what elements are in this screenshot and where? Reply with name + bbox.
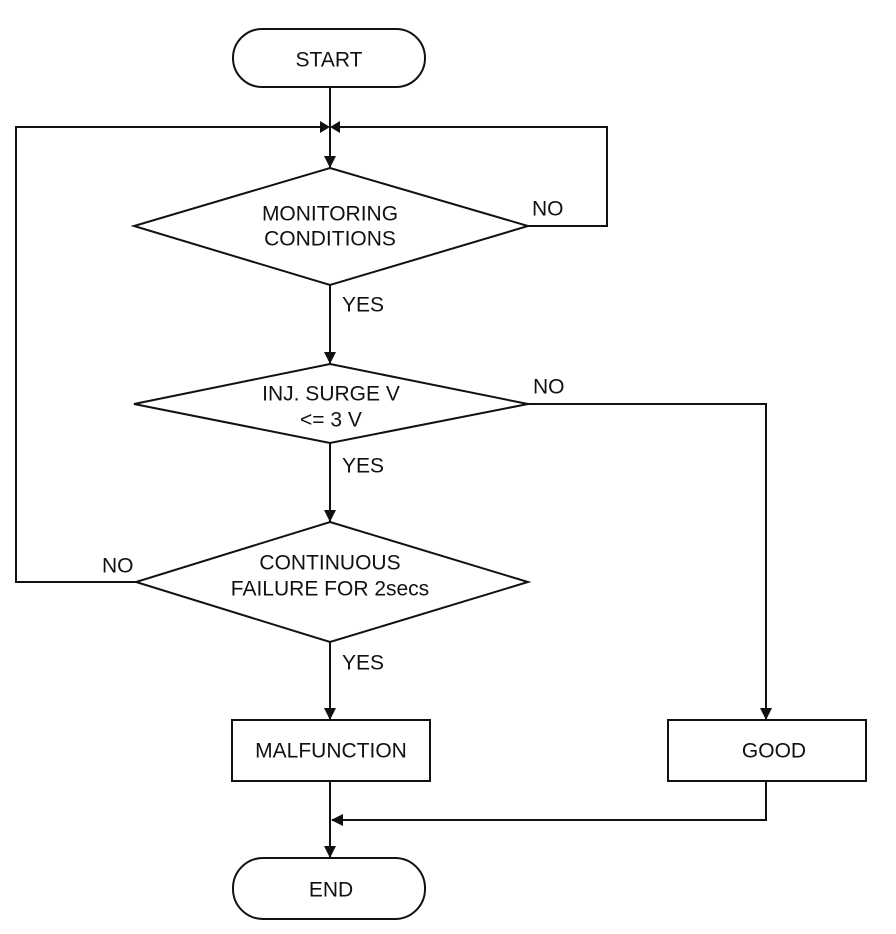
malfunction-label: MALFUNCTION: [255, 740, 407, 763]
edge-surge-no: [528, 403, 767, 720]
end-terminal: [232, 857, 426, 920]
arrowhead-to-surge: [324, 352, 336, 364]
malfunction-box: [231, 719, 431, 782]
monitoring-label-line2: CONDITIONS: [264, 228, 396, 251]
end-label: END: [309, 879, 353, 902]
arrowhead-merge-right: [330, 121, 340, 133]
surge-voltage-decision: [133, 362, 529, 445]
surge-no-label: NO: [533, 376, 565, 399]
start-label: START: [296, 49, 363, 72]
connectors: [15, 88, 767, 858]
arrowhead-merge-left: [320, 121, 330, 133]
continuous-label-line1: CONTINUOUS: [259, 552, 400, 575]
monitoring-no-label: NO: [532, 198, 564, 221]
monitoring-conditions-decision: [130, 166, 532, 287]
edge-continuous-no-loop: [15, 126, 320, 583]
arrowhead-to-monitoring: [324, 156, 336, 168]
edge-good-to-end: [332, 781, 767, 821]
monitoring-yes-label: YES: [342, 294, 384, 317]
continuous-no-label: NO: [102, 555, 134, 578]
arrowhead-to-malfunction: [324, 708, 336, 720]
arrowhead-merge-end: [331, 814, 343, 826]
arrowheads: [320, 121, 772, 858]
arrowhead-to-good: [760, 708, 772, 720]
good-box: [667, 719, 867, 782]
continuous-failure-decision: [132, 520, 532, 644]
good-label: GOOD: [742, 740, 806, 763]
continuous-yes-label: YES: [342, 652, 384, 675]
arrowhead-to-continuous: [324, 510, 336, 522]
edge-monitoring-no-loop: [340, 126, 608, 227]
continuous-label-line2: FAILURE FOR 2secs: [231, 578, 429, 601]
monitoring-label-line1: MONITORING: [262, 203, 398, 226]
surge-label-line1: INJ. SURGE V: [262, 383, 400, 406]
start-terminal: [232, 28, 426, 88]
surge-yes-label: YES: [342, 455, 384, 478]
surge-label-line2: <= 3 V: [300, 409, 362, 432]
arrowhead-to-end: [324, 846, 336, 858]
